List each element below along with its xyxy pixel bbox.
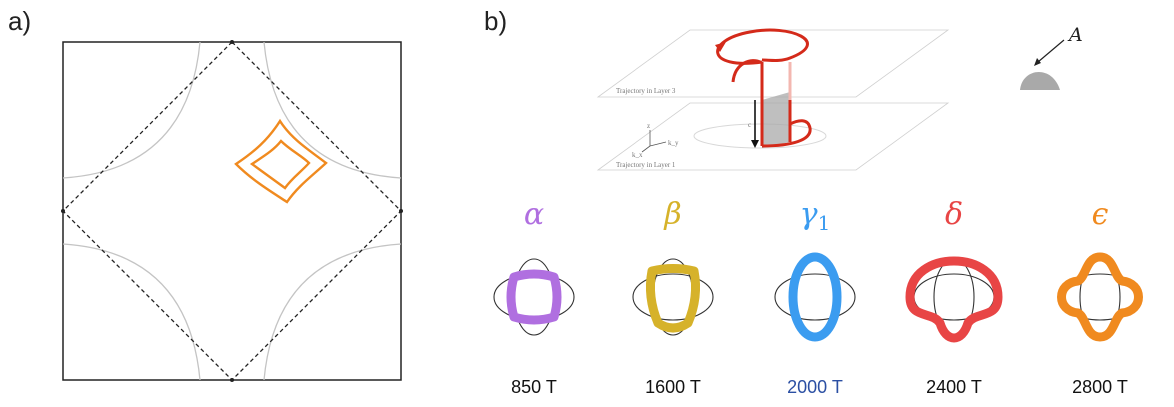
area-dome [1020,71,1060,90]
diamond-vertex-left [61,209,65,213]
orbit-2: β 1600 T [632,197,714,397]
axis-kx-label: k_x [632,151,643,159]
orbit-symbol-main: δ [945,197,963,232]
orange-pocket-outer [234,118,328,204]
reference-ellipse-horizontal [632,273,714,321]
axis-ky-line [649,141,667,147]
orbit-frequency: 2000 T [787,377,843,397]
orbit-5: ϵ 2800 T [1057,197,1143,397]
panel-a-label: a) [8,6,31,36]
interlayer-tunneling-schematic: Trajectory in Layer 3 Trajectory in Laye… [596,24,1083,171]
orange-pocket-inner [249,139,311,190]
arc-top-right [263,41,402,179]
reduced-zone-diamond [62,41,402,381]
orbit-4: δ 2400 T [905,197,1003,397]
area-arrow-head [1034,58,1041,66]
diamond-vertex-top [230,40,234,44]
orbit-symbol: γ1 [800,197,831,235]
orbit-symbol: δ [945,197,963,232]
arc-top-left [62,41,201,179]
orbit-frequency: 850 T [511,377,557,397]
orbit-symbol: ϵ [1092,197,1109,232]
orbit-frequency: 2800 T [1072,377,1128,397]
orbit-1: α 850 T [493,197,575,397]
plot-frame [62,41,402,381]
red-trajectory [716,28,812,148]
orbit-symbol-main: ϵ [1092,197,1109,232]
diamond-vertex-bottom [230,378,234,382]
orbit-frequency: 1600 T [645,377,701,397]
orbit-path [905,256,1003,343]
orbit-symbol-subscript: 1 [818,211,831,235]
interlayer-distance-label: c [748,121,751,129]
brillouin-zone-plot [61,40,403,382]
orbit-3: γ1 2000 T [774,197,856,397]
reference-ellipse-horizontal [774,273,856,321]
interlayer-arrow-head [751,140,759,148]
axis-triad [641,130,667,153]
lower-orbit-ghost [693,123,827,149]
axis-z-label: z [647,122,650,130]
fermi-surface-arcs [62,41,402,381]
axis-ky-label: k_y [668,139,679,147]
panel-b-label: b) [484,6,507,36]
upper-orbit-loop [716,28,809,65]
orbit-symbol-main: β [663,197,681,232]
lower-layer-plane [596,102,950,171]
axis-kx-line [641,145,651,153]
orbit-symbol-main: α [524,197,544,232]
upper-layer-plane [596,29,950,98]
orbit-frequency: 2400 T [926,377,982,397]
diamond-vertex-right [399,209,403,213]
orbit-symbol-main: γ [800,197,818,232]
reference-ellipse-horizontal [493,273,575,321]
orbit-symbol: α [524,197,544,232]
layer1-label: Trajectory in Layer 1 [616,161,676,169]
orbit-path [646,264,700,333]
tunneling-sheet [762,92,790,148]
lower-orbit-arc [761,119,812,148]
orbit-symbol: β [663,197,681,232]
trajectory-arrow-head [715,42,726,52]
upper-orbit-tail [731,59,761,83]
arc-bottom-left [62,243,201,381]
orbit-row: α 850 T β 1600 T γ1 2000 T δ 2400 T ϵ 2800 T [493,197,1143,397]
area-label: A [1067,24,1083,46]
orbit-path [1057,252,1143,342]
orbit-path [506,269,562,325]
arc-bottom-right [263,243,402,381]
area-arrow-line [1037,39,1065,63]
layer3-label: Trajectory in Layer 3 [616,87,676,95]
orbit-path [788,252,842,342]
